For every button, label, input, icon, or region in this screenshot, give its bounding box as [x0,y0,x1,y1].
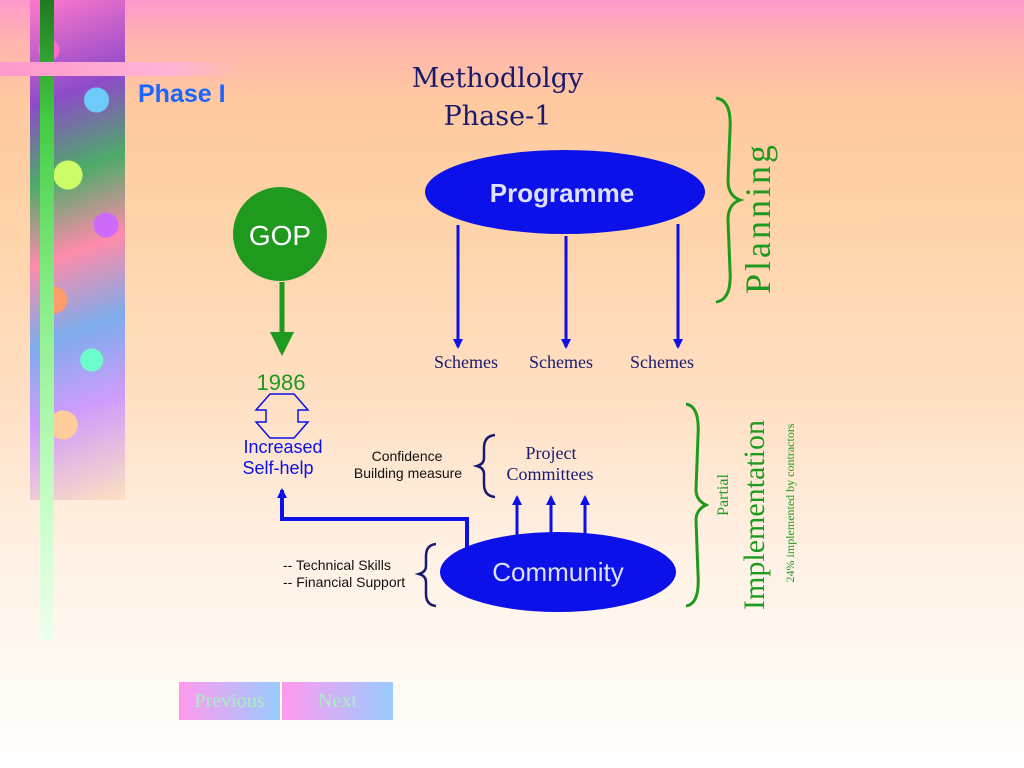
implementation-label: Implementation [738,420,771,610]
decorative-green-bar [40,0,54,640]
phase-label: Phase I [138,80,226,108]
confidence-brace [472,433,496,499]
support-line-2: -- Financial Support [283,574,405,590]
title-line-2: Phase-1 [443,101,552,132]
increased-line-2: Self-help [242,458,313,478]
scheme-label-1: Schemes [434,352,498,372]
implementation-note: 24% implemented by contractors [783,423,797,582]
scheme-label-3: Schemes [630,352,694,372]
planning-label: Planning [738,142,778,294]
community-to-selfhelp-arrow [277,488,469,548]
planning-brace [715,96,745,304]
increased-line-1: Increased [243,437,322,457]
project-line-2: Committees [507,464,594,484]
title-line-1: Methodlolgy [411,63,584,94]
gop-label: GOP [249,220,311,251]
support-line-1: -- Technical Skills [283,557,391,573]
confidence-line-1: Confidence [372,448,443,464]
programme-node [425,150,705,234]
decorative-pink-bar [0,62,240,76]
previous-button[interactable]: Previous [179,682,280,720]
gop-node [233,187,327,281]
confidence-line-2: Building measure [354,465,462,481]
support-brace [414,542,437,608]
project-line-1: Project [526,443,577,463]
next-button[interactable]: Next [282,682,393,720]
programme-label: Programme [490,178,635,208]
partial-label: Partial [715,474,732,516]
scheme-label-2: Schemes [529,352,593,372]
community-node [440,532,676,612]
community-label: Community [492,557,623,587]
slide-title: Methodlolgy Phase-1 [380,60,615,136]
year-label: 1986 [257,370,306,395]
double-arrow-icon [254,393,310,439]
implementation-brace [685,402,710,608]
